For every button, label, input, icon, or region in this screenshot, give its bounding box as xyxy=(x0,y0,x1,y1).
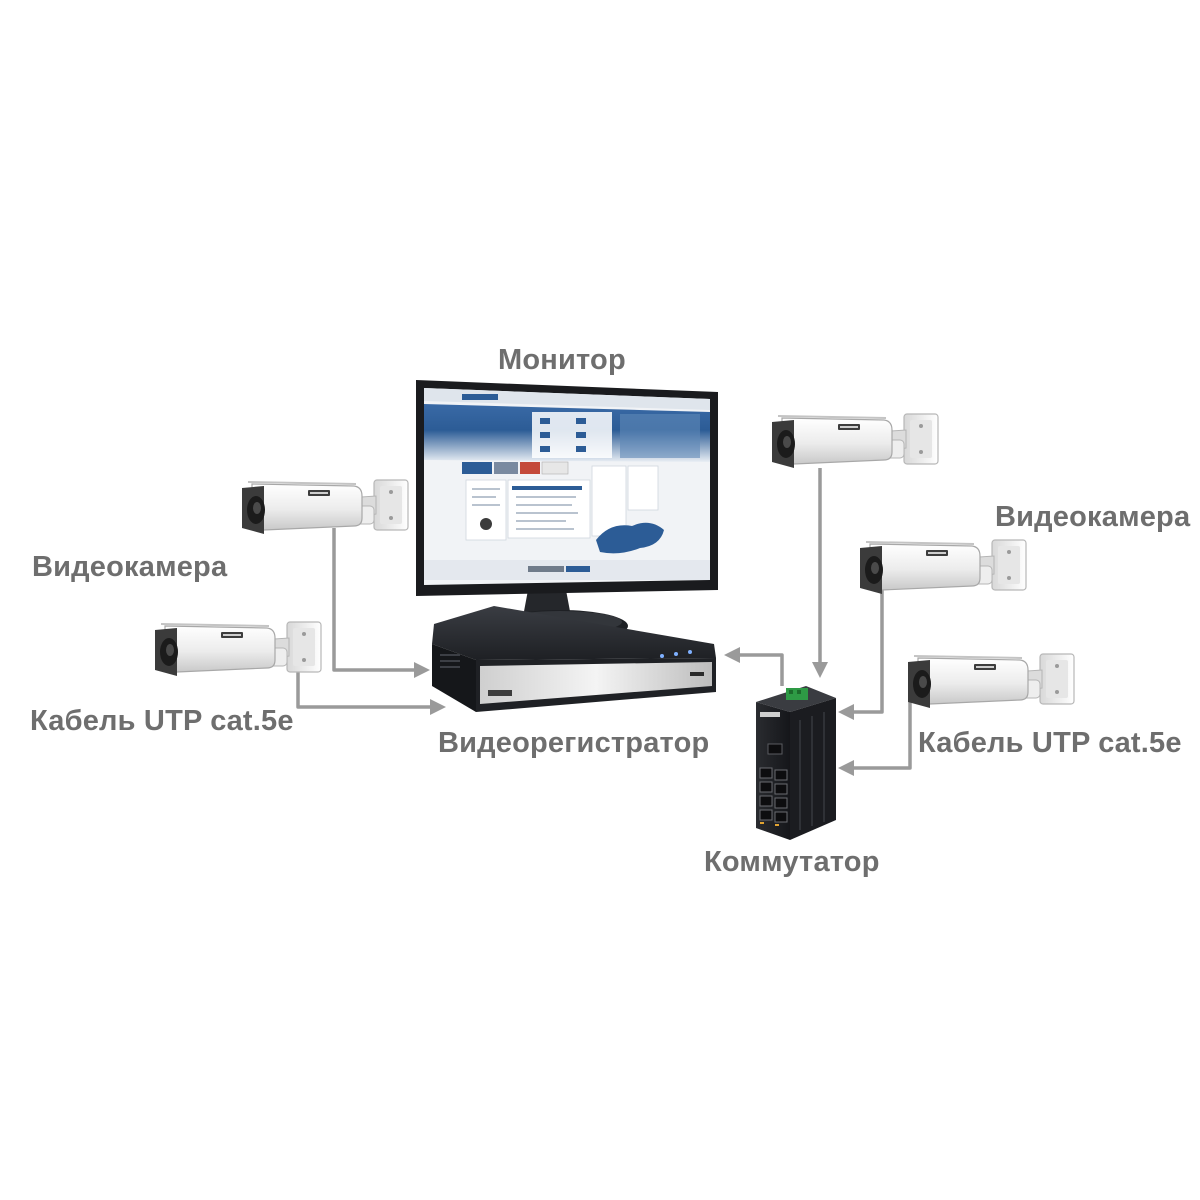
cable-left-label: Кабель UTP cat.5e xyxy=(30,705,294,737)
camera-icon xyxy=(154,621,322,677)
cable-switch-dvr xyxy=(738,653,784,686)
camera-right-label: Видеокамера xyxy=(995,501,1191,533)
cable-lines xyxy=(296,468,912,770)
camera-icon xyxy=(771,413,939,469)
camera-icon xyxy=(907,653,1075,709)
cable-cam-right-middle xyxy=(852,590,884,714)
cable-cam-right-bottom xyxy=(852,700,912,770)
switch-label: Коммутатор xyxy=(704,846,880,878)
cable-right-label: Кабель UTP cat.5e xyxy=(918,727,1182,759)
arrow-icon xyxy=(414,647,854,776)
switch-icon xyxy=(756,686,836,840)
dvr-label: Видеорегистратор xyxy=(438,727,710,759)
camera-icon xyxy=(859,539,1027,595)
camera-left-label: Видеокамера xyxy=(32,551,228,583)
cable-cam-left-top xyxy=(332,528,418,672)
monitor-icon xyxy=(416,380,718,642)
cable-cam-left-bottom xyxy=(296,668,434,709)
dvr-icon xyxy=(432,606,716,712)
camera-icon xyxy=(241,479,409,535)
monitor-label: Монитор xyxy=(498,344,626,376)
